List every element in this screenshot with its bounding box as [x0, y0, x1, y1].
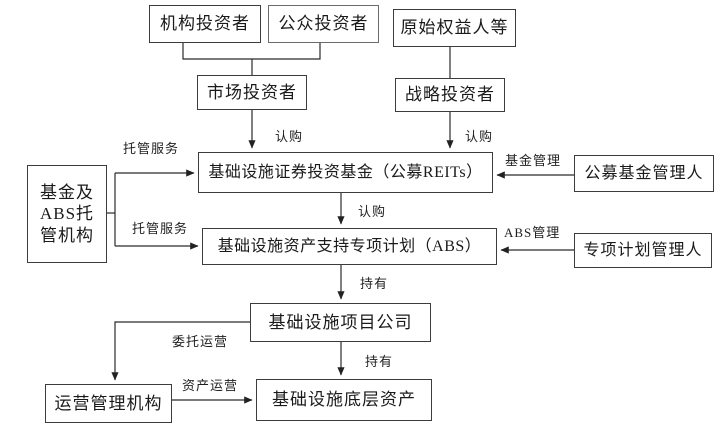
edge-label-abs-management: ABS管理: [504, 225, 561, 240]
edge-project-to-operator: [111, 321, 250, 381]
custodian-line-1: 基金及: [40, 183, 94, 203]
node-public-investor: 公众投资者: [268, 5, 379, 43]
edge-label-entrusted-operation: 委托运营: [172, 334, 229, 349]
edge-label-custody-service-top: 托管服务: [123, 141, 180, 156]
node-project-company: 基础设施项目公司: [250, 303, 431, 342]
node-special-plan-manager: 专项计划管理人: [574, 233, 712, 268]
node-custodian: 基金及 ABS托 管机构: [27, 165, 107, 263]
node-original-equity-holder: 原始权益人等: [393, 9, 516, 47]
edge-label-fund-management: 基金管理: [505, 153, 562, 168]
edge-label-subscribe-market: 认购: [275, 129, 304, 144]
edge-label-custody-service-bottom: 托管服务: [132, 221, 189, 236]
edge-label-subscribe-strategic: 认购: [465, 129, 494, 144]
edge-label-subscribe-reits-abs: 认购: [358, 204, 387, 219]
edge-label-hold-project-asset: 持有: [365, 354, 394, 369]
node-institutional-investor: 机构投资者: [149, 5, 261, 43]
edge-label-asset-operation: 资产运营: [182, 378, 239, 393]
edge-investors-merge: [182, 43, 321, 60]
node-abs-plan: 基础设施资产支持专项计划（ABS）: [202, 228, 497, 265]
node-reits-fund: 基础设施证券投资基金（公募REITs）: [198, 152, 493, 193]
node-strategic-investor: 战略投资者: [395, 78, 505, 112]
node-underlying-asset: 基础设施底层资产: [256, 379, 432, 421]
node-operation-manager: 运营管理机构: [45, 384, 172, 423]
node-market-investor: 市场投资者: [197, 75, 307, 110]
node-public-fund-manager: 公募基金管理人: [574, 155, 714, 192]
custodian-line-2: ABS托: [39, 204, 95, 224]
edge-label-hold-abs-project: 持有: [360, 276, 389, 291]
custodian-line-3: 管机构: [40, 225, 94, 245]
